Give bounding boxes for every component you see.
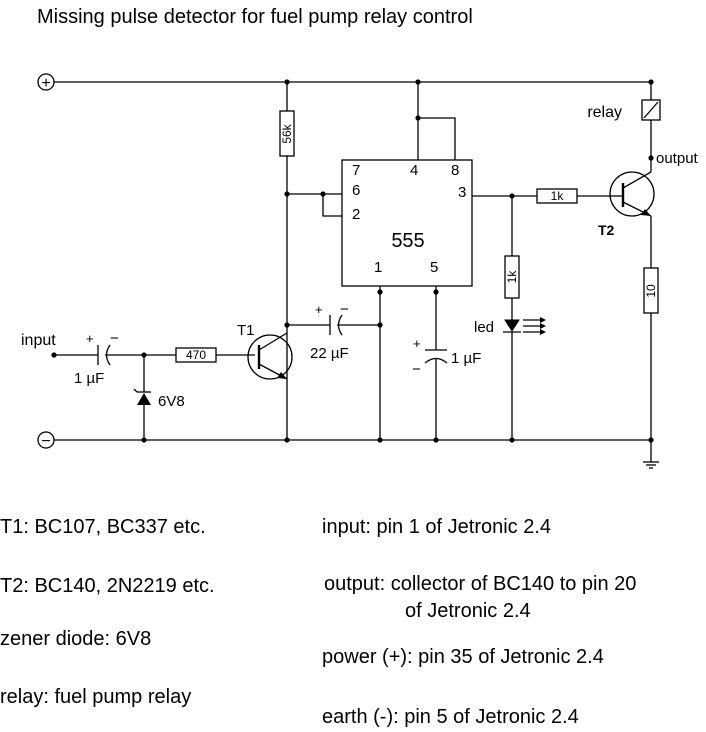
transistor-t2-label: T2 [598,222,615,238]
ic-pin-8: 8 [451,162,459,179]
capacitor-input-minus: − [110,330,119,347]
capacitor-timing-plus: + [315,302,323,317]
resistor-56k: 56k [279,82,295,440]
pin6-pin2-wiring [287,193,342,217]
capacitor-timing-minus: − [340,301,349,318]
negative-terminal: − [37,431,55,450]
resistor-1k-led-label: 1k [505,270,519,284]
resistor-470: 470 [175,347,255,363]
pin4-pin8-wiring [417,82,456,160]
capacitor-pin5-label: 1 µF [451,350,481,367]
note-input: input: pin 1 of Jetronic 2.4 [322,516,552,538]
note-relay: relay: fuel pump relay [0,686,192,708]
led-label: led [474,319,494,336]
led-emission-icon [523,317,546,335]
output-terminal: output [656,150,699,167]
diagram-title: Missing pulse detector for fuel pump rel… [37,6,473,28]
zener-label: 6V8 [158,393,185,410]
transistor-t1-label: T1 [237,322,255,339]
t2-emitter-wiring: 10 [643,216,659,462]
note-t1: T1: BC107, BC337 etc. [0,516,206,538]
capacitor-timing: + − 22 µF [287,301,380,362]
ic-pin-1: 1 [374,259,382,276]
resistor-10-label: 10 [644,284,658,298]
note-t2: T2: BC140, 2N2219 etc. [0,575,215,597]
note-output-line2: of Jetronic 2.4 [405,600,531,622]
capacitor-pin5-minus: − [412,361,421,378]
output-pin3-wiring: 1k [472,188,614,204]
resistor-56k-label: 56k [280,123,294,143]
positive-terminal-label: + [41,75,50,92]
ic-pin-3: 3 [458,184,466,201]
relay-label: relay [587,104,622,121]
output-label: output [656,150,699,167]
note-power: power (+): pin 35 of Jetronic 2.4 [322,646,604,668]
capacitor-input-label: 1 µF [74,370,104,387]
note-output-line1: output: collector of BC140 to pin 20 [324,573,637,595]
relay-coil: relay [587,82,661,148]
junction-dots [51,79,654,443]
ground-icon [643,461,659,469]
led-branch: 1k led [474,196,546,440]
capacitor-input: + − 1 µF [54,330,176,387]
capacitor-input-plus: + [86,331,94,346]
ic-pin-6: 6 [352,182,360,199]
capacitor-timing-label: 22 µF [310,345,349,362]
input-label: input [21,332,56,349]
input-terminal: input [21,332,56,349]
resistor-1k-base-label: 1k [551,189,565,203]
ic-pin-4: 4 [410,162,418,179]
ic-pin-2: 2 [352,206,360,223]
ic-pin-5: 5 [430,259,438,276]
transistor-t1: T1 [237,322,293,380]
capacitor-pin5-plus: + [413,336,421,351]
ic-555-label: 555 [391,230,424,252]
resistor-470-label: 470 [186,348,206,362]
transistor-t2: T2 [598,171,655,238]
note-earth: earth (-): pin 5 of Jetronic 2.4 [322,706,579,728]
capacitor-pin5: + − 1 µF [412,286,481,440]
note-zener: zener diode: 6V8 [0,628,152,650]
ic-555: 555 7 6 2 4 8 3 1 5 [341,159,473,287]
ic-pin-7: 7 [352,162,360,179]
positive-terminal: + [37,73,55,92]
schematic: + − 56k 555 7 6 2 4 8 3 1 5 [21,73,699,469]
zener-diode: 6V8 [133,355,185,440]
negative-terminal-label: − [41,433,50,450]
